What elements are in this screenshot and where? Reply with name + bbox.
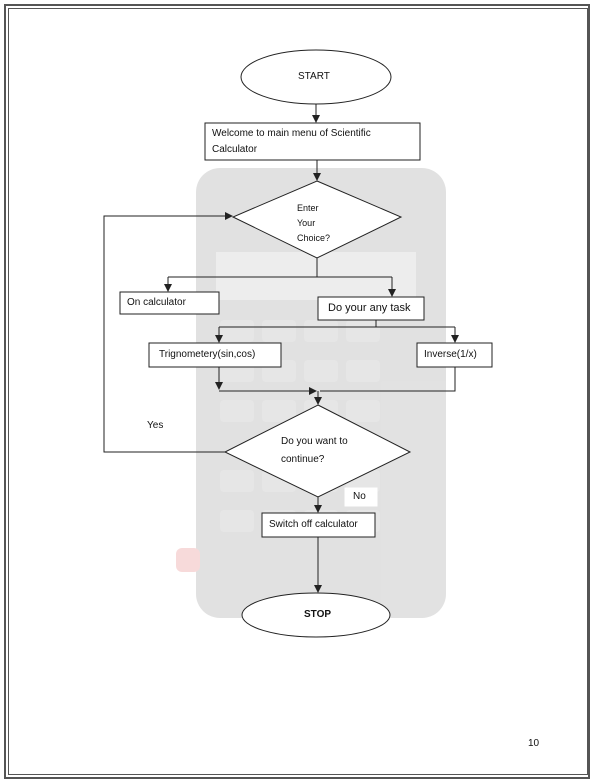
yes-label: Yes xyxy=(147,420,164,431)
yes-loop xyxy=(103,212,233,453)
trig-box xyxy=(148,342,282,368)
stop-terminal xyxy=(241,592,391,638)
on-calculator-label: On calculator xyxy=(127,297,186,308)
inverse-label: Inverse(1/x) xyxy=(424,349,477,360)
trig-label: Trignometery(sin,cos) xyxy=(159,349,256,360)
continue-label-line2: continue? xyxy=(281,454,325,465)
choice-label-line3: Choice? xyxy=(297,233,331,243)
choice-label-line2: Your xyxy=(297,218,316,228)
connector-inverse-merge xyxy=(320,367,456,392)
page-number: 10 xyxy=(528,738,540,749)
welcome-label-line2: Calculator xyxy=(212,144,258,155)
task-box xyxy=(317,296,425,321)
switch-off-label: Switch off calculator xyxy=(269,519,358,530)
welcome-label-line1: Welcome to main menu of Scientific xyxy=(212,128,371,139)
task-label: Do your any task xyxy=(328,302,411,314)
start-label: START xyxy=(298,71,330,82)
page-border-inner xyxy=(8,8,588,775)
page-border-outer xyxy=(4,4,590,779)
continue-label-line1: Do you want to xyxy=(281,436,348,447)
choice-label-line1: Enter xyxy=(297,203,319,213)
no-label-box xyxy=(344,487,378,507)
on-calculator-box xyxy=(119,291,220,315)
no-label: No xyxy=(353,491,366,502)
welcome-box xyxy=(204,122,421,161)
inverse-box xyxy=(416,342,493,368)
stop-label: STOP xyxy=(304,609,332,620)
